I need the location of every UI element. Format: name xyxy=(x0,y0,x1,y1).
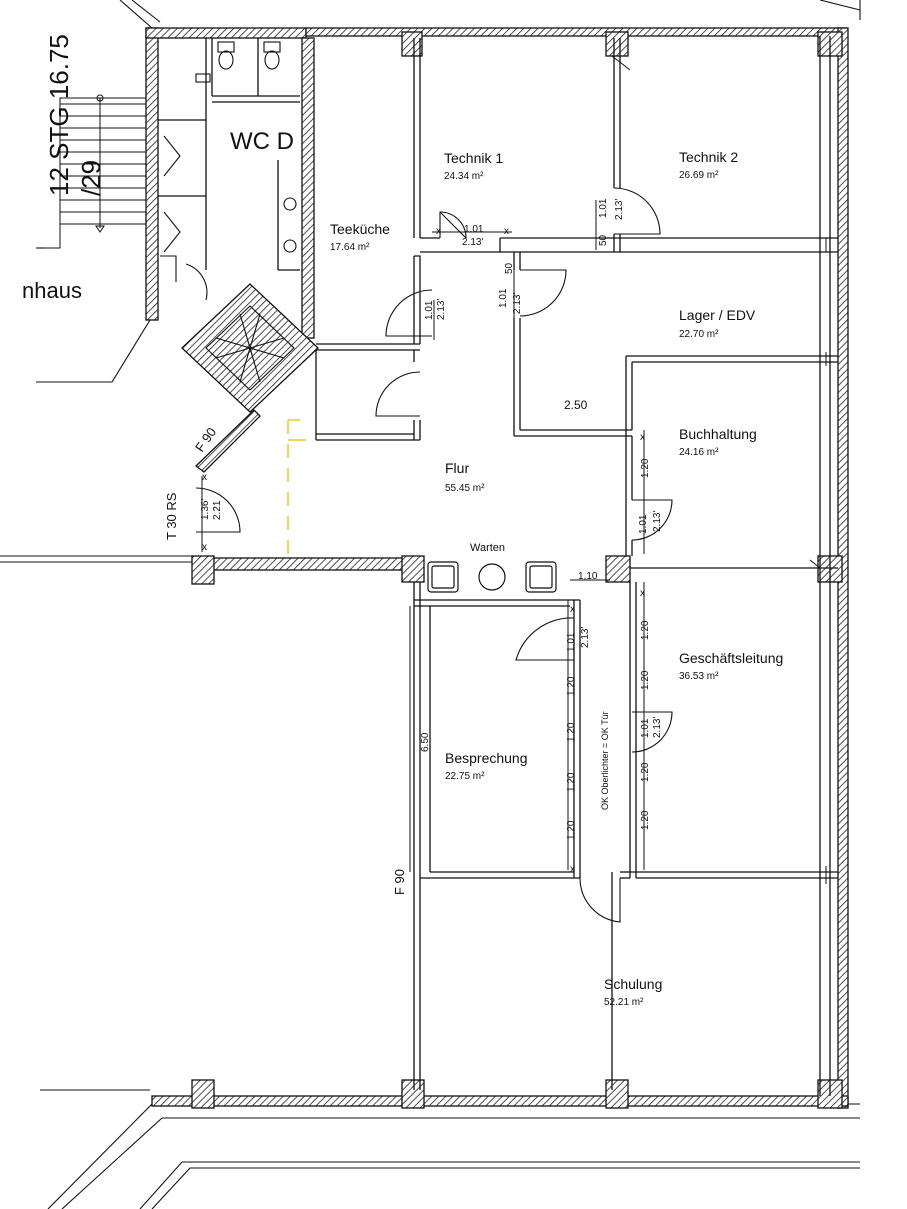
dim-lager-50: 50 xyxy=(504,262,515,274)
room-area-teekueche: 17.64 m² xyxy=(330,242,370,253)
room-name-schulung: Schulung xyxy=(604,976,663,992)
dim-buch-door-width: 1.01 xyxy=(638,514,649,534)
dim-x-7: x xyxy=(640,588,645,599)
yellow-marking xyxy=(286,418,306,556)
dim-besp-depth-650: 6.50 xyxy=(420,732,431,752)
dim-technik2-50: 50 xyxy=(598,234,609,246)
room-name-technik2: Technik 2 xyxy=(679,149,739,165)
room-name-buchhaltung: Buchhaltung xyxy=(679,426,757,442)
dim-gl-120-3: 1.20 xyxy=(640,762,651,782)
dim-gl-120-1: 1.20 xyxy=(640,620,651,640)
room-name-technik1: Technik 1 xyxy=(444,150,504,166)
dim-lager-door-width: 1.01 xyxy=(498,288,509,308)
dim-gl-door-height: 2.13' xyxy=(652,716,663,738)
room-name-besprechung: Besprechung xyxy=(445,750,528,766)
dim-x-4: x xyxy=(202,542,207,553)
room-area-geschaeftsleitung: 36.53 m² xyxy=(679,671,719,682)
room-area-lager: 22.70 m² xyxy=(679,329,719,340)
waiting-seats xyxy=(427,561,557,593)
room-area-technik1: 24.34 m² xyxy=(444,171,484,182)
wc-fixtures xyxy=(163,41,297,253)
room-name-wc: WC D xyxy=(230,128,294,155)
lift xyxy=(205,305,295,391)
dim-x-5: x xyxy=(570,604,575,615)
dim-besp-door-width: 1.01 xyxy=(566,632,577,652)
dim-gl-120-2: 1.20 xyxy=(640,670,651,690)
dim-x-1: x xyxy=(436,226,441,237)
room-area-buchhaltung: 24.16 m² xyxy=(679,447,719,458)
dimension-ticks xyxy=(201,55,827,884)
room-name-warten: Warten xyxy=(470,542,506,554)
dim-technik1-door-height: 2.13' xyxy=(462,237,484,248)
room-name-geschaeftsleitung: Geschäftsleitung xyxy=(679,650,784,666)
label-f90-left: F 90 xyxy=(392,868,407,895)
staircase xyxy=(36,94,150,249)
partitions xyxy=(158,36,838,1096)
dim-technik2-door-width: 1.01 xyxy=(598,198,609,218)
stair-label: 12 STG 16.75 xyxy=(44,34,74,196)
dim-besp-120-2: 1.20 xyxy=(566,722,577,742)
room-name-teekueche: Teeküche xyxy=(330,221,390,237)
dim-besp-120-4: 1.20 xyxy=(566,820,577,840)
dim-x-6: x xyxy=(570,864,575,875)
dim-t30-door-width: 1.36' xyxy=(200,498,211,520)
dim-x-3: x xyxy=(202,472,207,483)
dim-x-8: x xyxy=(640,432,645,443)
stair-haus-label: nhaus xyxy=(22,278,82,303)
dim-besp-door-height: 2.13' xyxy=(580,626,591,648)
dim-warten-110: 1,10 xyxy=(578,571,598,582)
room-area-flur: 55.45 m² xyxy=(445,483,485,494)
walls xyxy=(145,27,849,1109)
room-name-flur: Flur xyxy=(445,460,470,476)
label-t30: T 30 RS xyxy=(164,492,179,540)
room-area-schulung: 52.21 m² xyxy=(604,997,644,1008)
dim-buch-120: 1.20 xyxy=(640,458,651,478)
dim-kitchen-door-width: 1.01 xyxy=(424,300,435,320)
room-name-lager: Lager / EDV xyxy=(679,307,756,323)
dim-t30-door-height: 2.21 xyxy=(212,500,223,520)
dim-technik1-door-width: 1.01 xyxy=(464,224,484,235)
dim-x-2: x xyxy=(504,226,509,237)
room-area-besprechung: 22.75 m² xyxy=(445,771,485,782)
dim-buch-door-height: 2.13' xyxy=(652,510,663,532)
dim-kitchen-door-height: 2.13' xyxy=(436,298,447,320)
dim-lager-width-250: 2.50 xyxy=(564,398,588,412)
stair-ratio: /29 xyxy=(76,159,106,196)
label-ok-note: OK Oberlichter = OK Tür xyxy=(600,711,610,810)
dim-technik2-door-height: 2.13' xyxy=(614,198,625,220)
doors xyxy=(160,187,673,923)
dim-gl-120-4: 1.20 xyxy=(640,810,651,830)
background-lines xyxy=(0,0,861,1209)
dim-besp-120-3: 1.20 xyxy=(566,772,577,792)
dim-gl-door-width: 1.01 xyxy=(640,718,651,738)
room-area-technik2: 26.69 m² xyxy=(679,170,719,181)
dim-besp-120-1: 1.20 xyxy=(566,676,577,696)
dim-lager-door-height: 2.13' xyxy=(512,292,523,314)
